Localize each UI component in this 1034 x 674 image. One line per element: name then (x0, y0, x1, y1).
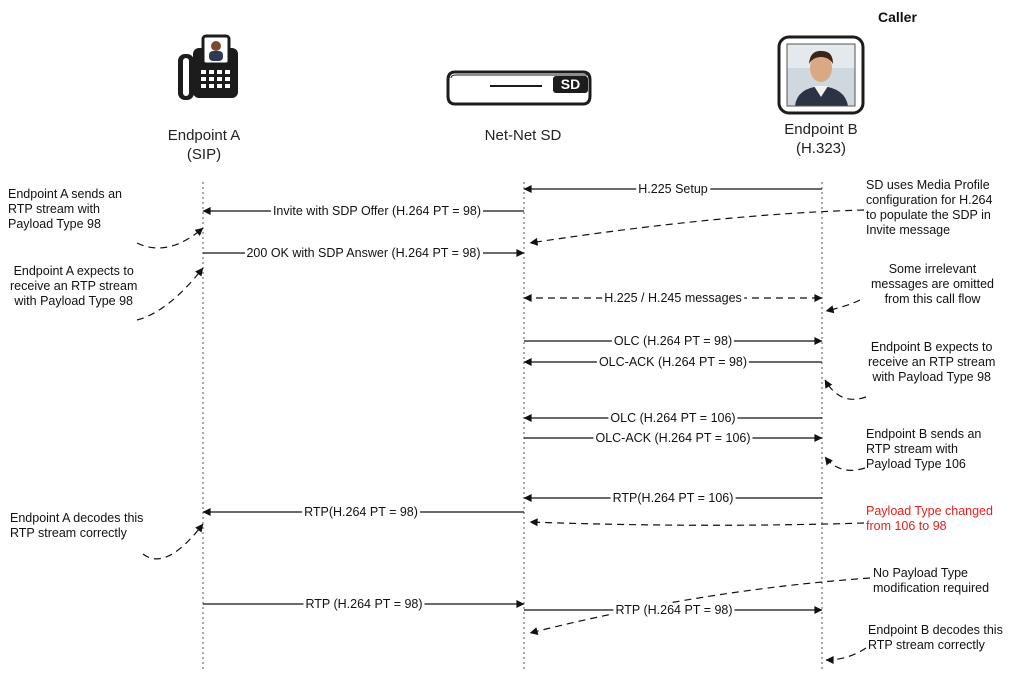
annotation-note-line: Payload Type 98 (8, 217, 101, 231)
annotation-note-line: modification required (873, 581, 990, 595)
message-label: OLC (H.264 PT = 106) (608, 411, 738, 425)
annotation-note-line: Invite message (866, 223, 951, 237)
annotation-note-line: RTP stream with (8, 202, 100, 216)
annotation-note-line: configuration for H.264 (866, 193, 993, 207)
message-label: H.225 Setup (636, 182, 710, 196)
annotation-note-line: Endpoint A decodes this (10, 511, 144, 525)
message-label: RTP(H.264 PT = 98) (302, 505, 420, 519)
session-director-badge: SD (560, 76, 581, 92)
message-label: RTP (H.264 PT = 98) (613, 603, 735, 617)
annotation-note-line: SD uses Media Profile (866, 178, 990, 192)
annotation-note-line: to populate the SDP in (866, 208, 991, 222)
callout-curve (529, 518, 865, 527)
session-director-icon (446, 70, 592, 106)
annotation-note-line: receive an RTP stream (868, 355, 996, 369)
callout-curve (825, 647, 867, 664)
participant-endpoint-a-protocol: (SIP) (186, 146, 222, 163)
annotation-note-line: with Payload Type 98 (14, 294, 133, 308)
annotation-note-line: receive an RTP stream (10, 279, 138, 293)
message-label: H.225 / H.245 messages (602, 291, 744, 305)
annotation-note-line: from this call flow (884, 292, 981, 306)
participant-endpoint-a-name: Endpoint A (167, 127, 241, 144)
annotation-note-line: Payload Type changed (866, 504, 993, 518)
annotation-note-line: RTP stream correctly (10, 526, 127, 540)
message-label: RTP (H.264 PT = 98) (303, 597, 425, 611)
participant-endpoint-b-name: Endpoint B (784, 121, 858, 138)
callout-curve (136, 267, 204, 321)
annotation-note-line: Endpoint B decodes this (868, 623, 1003, 637)
annotation-note-line: with Payload Type 98 (872, 370, 991, 384)
annotation-note-line: Endpoint A sends an (8, 187, 122, 201)
annotation-note-line: from 106 to 98 (866, 519, 947, 533)
message-label: OLC-ACK (H.264 PT = 106) (593, 431, 753, 445)
callout-curve (825, 299, 861, 314)
message-label: Invite with SDP Offer (H.264 PT = 98) (270, 204, 484, 218)
callout-curve (142, 523, 204, 560)
annotation-note-line: No Payload Type (873, 566, 968, 580)
message-label: OLC-ACK (H.264 PT = 98) (596, 355, 750, 369)
callout-curve (529, 577, 871, 636)
video-endpoint-icon (777, 35, 865, 115)
annotation-note-line: Endpoint A expects to (13, 264, 134, 278)
message-label: 200 OK with SDP Answer (H.264 PT = 98) (244, 246, 483, 260)
annotation-note-line: messages are omitted (871, 277, 994, 291)
message-label: RTP(H.264 PT = 106) (610, 491, 736, 505)
callout-curve (824, 456, 866, 471)
ip-phone-icon (178, 34, 238, 100)
annotation-note-line: Payload Type 106 (866, 457, 966, 471)
callout-curve (529, 209, 865, 246)
callout-curve (136, 227, 204, 249)
callout-curve (824, 379, 867, 400)
participant-net-net-sd-name: Net-Net SD (484, 127, 562, 144)
annotation-note-line: Some irrelevant (888, 262, 977, 276)
annotation-note-line: Endpoint B expects to (870, 340, 993, 354)
message-label: OLC (H.264 PT = 98) (611, 334, 735, 348)
annotation-note-line: Endpoint B sends an (866, 427, 982, 441)
caller-label: Caller (878, 9, 917, 25)
annotation-note-line: RTP stream correctly (868, 638, 985, 652)
participant-endpoint-b-protocol: (H.323) (795, 140, 847, 157)
annotation-note-line: RTP stream with (866, 442, 958, 456)
